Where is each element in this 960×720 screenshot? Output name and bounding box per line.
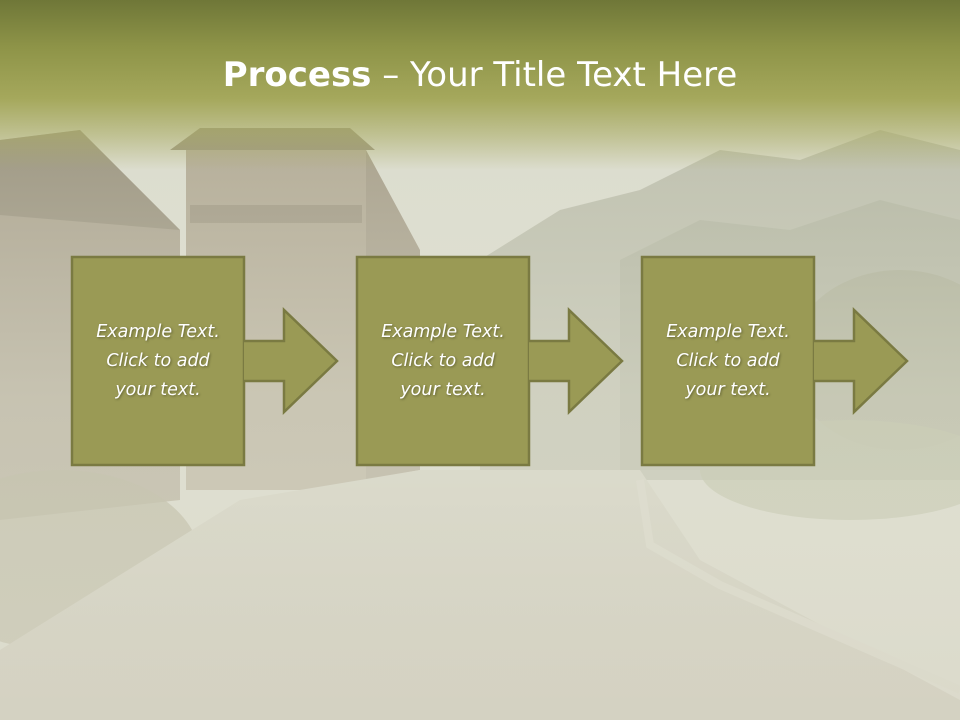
step-1-text[interactable]: Example Text. Click to add your text.: [96, 321, 220, 400]
arrow-right-icon: [814, 307, 909, 415]
process-step-3[interactable]: Example Text. Click to add your text.: [640, 255, 942, 467]
process-step-2[interactable]: Example Text. Click to add your text.: [355, 255, 657, 467]
page-title: Process – Your Title Text Here: [0, 55, 960, 95]
title-band: [0, 0, 960, 170]
process-step-1[interactable]: Example Text. Click to add your text.: [70, 255, 372, 467]
step-3-text[interactable]: Example Text. Click to add your text.: [666, 321, 790, 400]
title-lead: Process: [222, 55, 372, 95]
step-1-shape: [70, 255, 339, 467]
arrow-right-icon: [244, 307, 339, 415]
step-3-shape: [640, 255, 909, 467]
arrow-right-icon: [529, 307, 624, 415]
step-2-shape: [355, 255, 624, 467]
title-rest: – Your Title Text Here: [371, 55, 738, 95]
step-2-text[interactable]: Example Text. Click to add your text.: [381, 321, 505, 400]
